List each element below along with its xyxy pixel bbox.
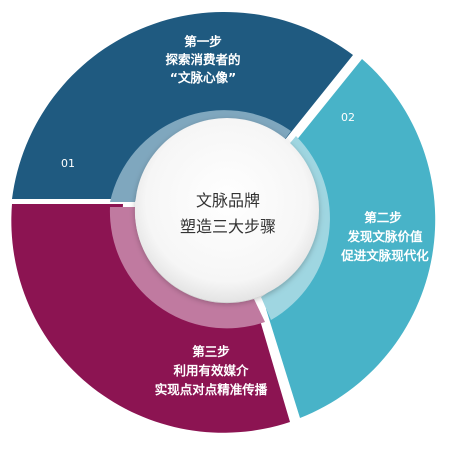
- center-title-line1: 文脉品牌: [196, 191, 260, 210]
- step-2-line3: 促进文脉现代化: [340, 248, 429, 263]
- center-circle: [135, 118, 319, 302]
- step-3-title: 第三步: [192, 344, 230, 359]
- step-3-line3: 实现点对点精准传播: [155, 382, 268, 397]
- step-1-number: 01: [61, 157, 75, 170]
- step-1-line2: 探索消费者的: [165, 52, 240, 67]
- step-1-line3: “文脉心像”: [170, 70, 236, 85]
- segment-3-inner-ring: [109, 207, 265, 329]
- step-2-number: 02: [341, 111, 355, 124]
- step-2-line2: 发现文脉价值: [346, 229, 423, 244]
- step-3-line2: 利用有效媒介: [173, 363, 249, 378]
- segment-1-outer: [12, 11, 353, 199]
- step-2-title: 第二步: [364, 210, 402, 225]
- center-title-line2: 塑造三大步骤: [180, 217, 276, 236]
- step-1-title: 第一步: [184, 34, 222, 49]
- segment-3-outer: [11, 204, 290, 433]
- segment-2-outer: [266, 59, 436, 418]
